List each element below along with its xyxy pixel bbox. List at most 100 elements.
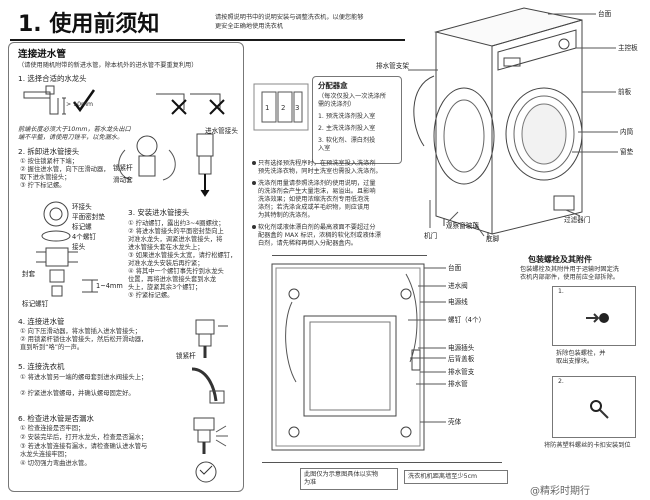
hose-connect-illustration [184,318,234,360]
step4-line-2: ② 用锁紧杆锁住水管接头，然后松开滑动器， [20,336,148,343]
note-2-line-4: 涤剂；若洗涤含成或羊毛织物，则应该用 [258,204,370,211]
label-inlet-valve: 进水阀 [448,282,468,290]
dispenser-frame [312,76,402,164]
label-plug: 电源插头 [448,344,475,352]
label-power-cord: 电源线 [448,298,468,306]
label-back-drain-support: 排水管支 [448,368,475,376]
label-gap: 1~4mm [96,282,123,290]
step3-line-7: ④ 将其中一个螺钉事先拧到水龙头 [128,268,224,275]
step2-line-1: ① 按住锁紧杆下端； [20,158,79,165]
bullet-icon [252,225,256,229]
back-floor [262,462,502,463]
packaging-title: 包装螺栓及其附件 [528,255,592,264]
label-flat-pad: 平面密封垫 [72,213,105,221]
step4-line-1: ① 向下压滑动器，将水管插入进水管接头； [20,328,141,335]
dispenser-subtitle-1: （每次仅投入一次洗涤所 [318,93,387,100]
step3-line-9: 头上，旋紧其余3个螺钉； [128,284,202,291]
joint-parts-illustration [22,196,122,316]
front-leader-lines [0,0,650,250]
label-filter-door: 过滤器门 [564,216,591,224]
step4-title: 4. 连接进水管 [18,317,65,326]
step5-line-2: ② 拧紧进水管螺母，并确认螺母固定好。 [20,390,135,397]
packaging-step1-line-2: 取出支撑块。 [556,358,594,365]
dispenser-item-1: 1. 预洗洗涤剂投入室 [318,113,376,120]
step6-line-1: ① 检查连接是否牢固； [20,425,85,432]
dispenser-item-2: 2. 主洗洗涤剂投入室 [318,125,376,132]
label-observe-glass: 观察窗玻璃 [446,222,479,230]
step5-line-1: ① 将进水管另一端的螺母套到进水阀接头上； [20,374,148,381]
packaging-line-1: 包装螺栓及其附件用于运输时固定洗 [520,266,619,273]
label-inlet-joint: 进水管接头 [205,127,238,135]
back-caption-line-2: 为准 [304,479,317,486]
leak-check-illustration [182,414,228,486]
packaging-line-2: 衣机内部部件，使用前应全部拆除。 [520,274,619,281]
section-title-water-inlet: 连接进水管 [18,49,66,60]
label-door-seal: 窗垫 [620,148,634,156]
svg-text:3: 3 [295,104,299,112]
label-lock-lever-2: 锁紧杆 [176,352,196,360]
note-3-line-1: 软化剂或液体漂白剂的最高液面不要超过分 [252,224,376,232]
packaging-step2-frame [552,376,636,438]
label-control-panel: 主控板 [618,44,638,52]
machine-connect-illustration [186,365,234,405]
step2-line-4: ③ 拧下标记螺。 [20,182,66,189]
label-drum: 内筒 [620,128,634,136]
note-3-line-3: 白剂，请先稀释再倒入分配器盒内。 [258,240,357,247]
label-slide-sleeve: 滑动套 [113,176,133,184]
label-mark-screw: 标记螺 [72,223,92,231]
page-title: 1. 使用前须知 [18,12,160,37]
note-1-line-1: 只有选择预洗程序时，在预洗室投入洗涤剂 [252,160,376,168]
step3-line-5: ③ 如果进水管接头太宽，请拧松螺钉， [128,252,237,259]
step6-line-3: ③ 若进水管连接有漏水，请检查确认进水管与 [20,443,148,450]
step5-title: 5. 连接洗衣机 [18,362,65,371]
step3-line-6: 对准水龙头安装后再拧紧； [128,260,204,267]
step3-title: 3. 安装进水管接头 [128,208,190,217]
note-2-line-1: 洗涤剂用量请参照洗涤剂的使用说明，过量 [252,180,376,188]
dispenser-subtitle-2: 需的洗涤剂） [318,101,356,108]
back-machine-illustration [270,262,430,462]
label-drain-support: 排水管支架 [376,62,409,70]
step6-title: 6. 检查进水管是否漏水 [18,414,94,423]
left-section-frame [8,42,244,492]
svg-text:2: 2 [281,104,285,112]
back-dim-line [272,255,427,256]
dispenser-title: 分配器盒 [318,81,348,90]
header-intro-line-2: 更安全正确地使用洗衣机 [215,23,284,30]
watermark: @精彩时期行 [530,486,590,497]
svg-text:1: 1 [265,104,269,112]
label-back-top: 台面 [448,264,462,272]
label-front-panel: 前板 [618,88,632,96]
step3-line-4: 进水管接头套在水龙头上； [128,244,204,251]
bullet-icon [252,161,256,165]
step3-line-1: ① 拧动螺钉，露出约3~4圈螺纹； [128,220,225,227]
packaging-step1-frame [552,286,636,346]
label-drain-hose: 排水管 [448,380,468,388]
label-nut: 封套 [22,270,36,278]
step1-title: 1. 选择合适的水龙头 [18,74,87,83]
step2-line-2: ② 握住进水管，向下压滑动器， [20,166,110,173]
joint-removal-illustration [105,120,235,200]
label-adapter: 接头 [72,243,86,251]
dispenser-item-3: 3. 软化剂、漂白剂投 [318,137,376,144]
bolt-removal-icon [584,313,609,323]
section-note: （请使用随机附带的新进水管，除本机外的进水管不要重复利用） [18,62,198,69]
label-base: 底脚 [486,235,500,243]
step6-line-2: ② 安装完毕后，打开水龙头，检查是否漏水； [20,434,148,441]
plug-cap-icon [582,392,612,422]
back-caption-line-1: 此图仅为示意图具体以实物 [304,471,379,478]
label-top-panel: 台面 [598,10,612,18]
step3-line-10: ⑤ 拧紧标记螺。 [128,292,174,299]
packaging-step2-number: 2. [558,378,564,385]
step2-title: 2. 拆卸进水管接头 [18,147,80,156]
step1-caption-line-2: 端不平整，请使用刀锉平，以免漏水。 [18,134,124,141]
step6-line-5: ④ 切勿强力弯曲进水管。 [20,460,91,467]
label-mark-screw-2: 标记螺钉 [22,300,49,308]
distance-box [404,470,508,484]
step2-line-3: 取下进水管接头； [20,174,71,181]
label-door: 机门 [424,232,438,240]
step3-line-2: ② 将进水管接头的平面密封垫向上 [128,228,224,235]
back-caption-box [300,468,398,490]
dispenser-illustration: 1 2 3 [252,78,312,136]
bullet-icon [252,181,256,185]
step3-line-8: 位置，再将进水管接头套到水龙 [128,276,217,283]
